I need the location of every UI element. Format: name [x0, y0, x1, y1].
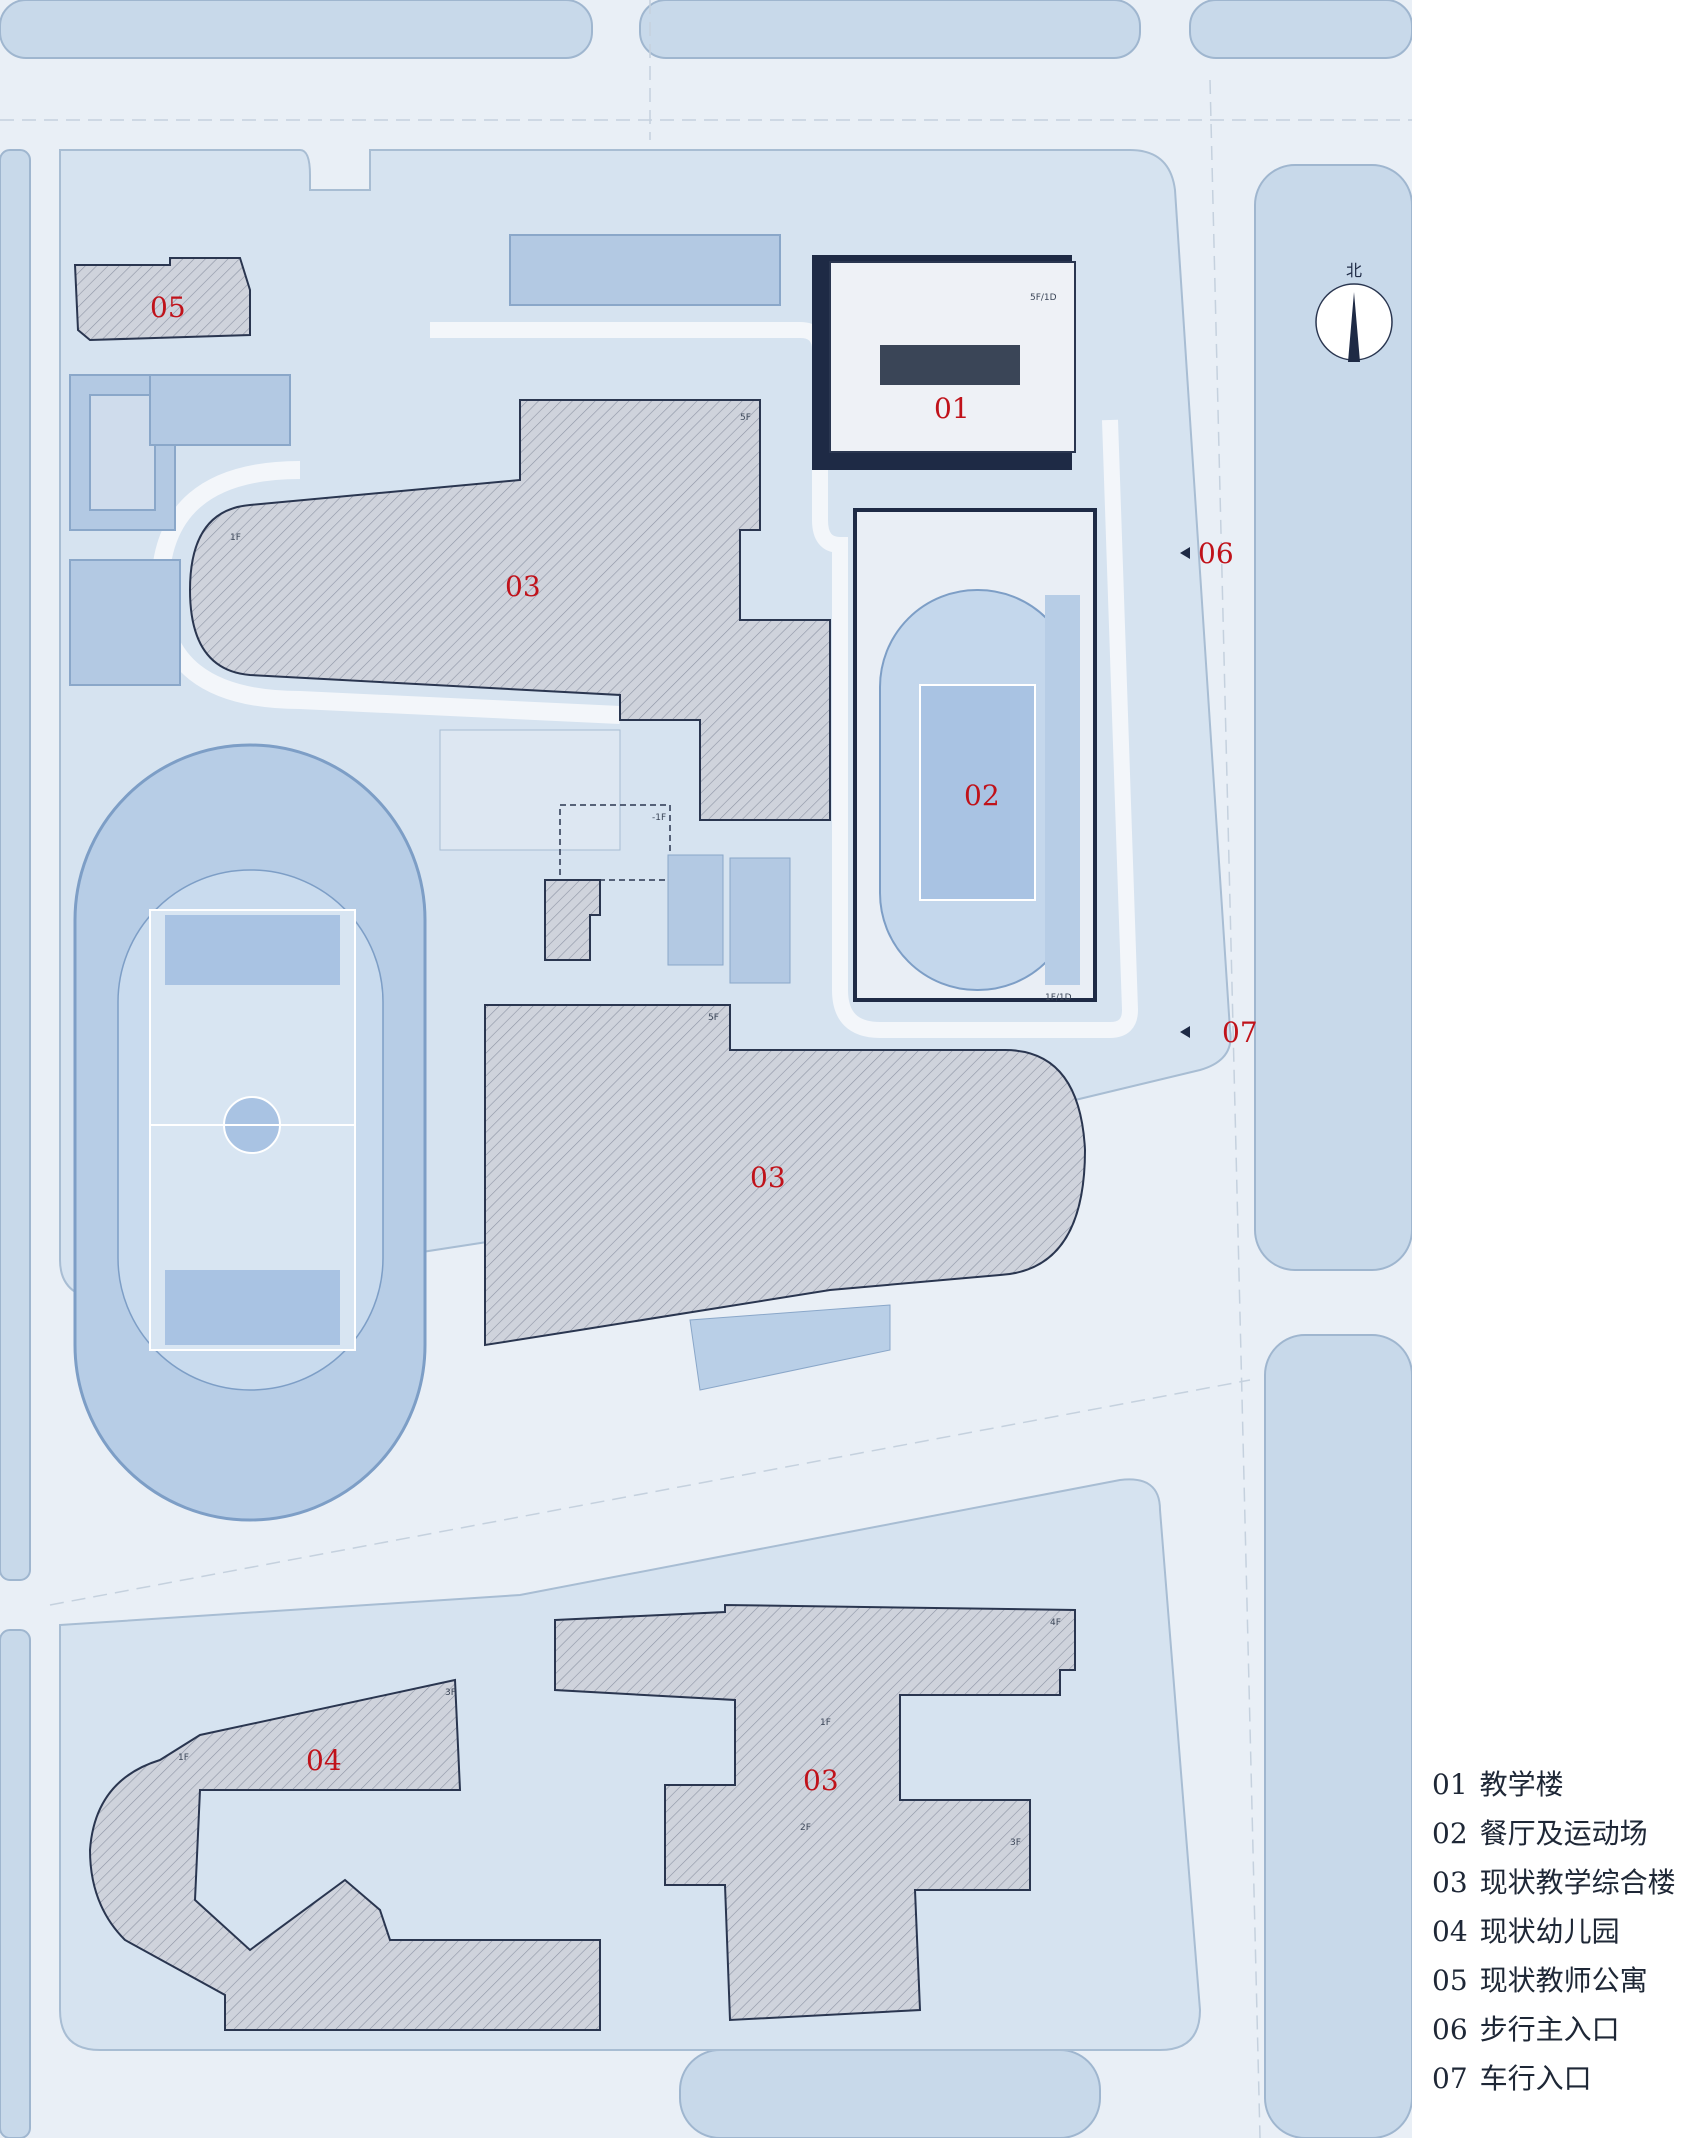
floor-tag-02: 1F/1D — [1045, 993, 1072, 1003]
north-label: 北 — [1346, 261, 1362, 280]
building-03-north: 5F 1F — [188, 399, 831, 821]
central-plaza: -1F — [439, 729, 791, 984]
label-03-south: 03 — [803, 1764, 839, 1797]
floor-tag-basement: -1F — [652, 813, 666, 823]
label-05: 05 — [150, 291, 186, 324]
building-04: 3F 1F — [88, 1678, 601, 2031]
floor-tag-01: 5F/1D — [1030, 293, 1057, 303]
building-01: 5F/1D — [812, 255, 1076, 470]
floor-tag-s1f: 1F — [820, 1718, 831, 1728]
floor-tag-s4f: 4F — [1050, 1618, 1061, 1628]
building-03-south: 4F 3F 2F 1F — [554, 1603, 1076, 2022]
floor-tag-s3f: 3F — [1010, 1838, 1021, 1848]
label-01: 01 — [934, 392, 970, 425]
site-plan-map: 5F/1D 1F/1D 5F 1F -1F 5F — [0, 0, 1412, 2138]
label-06: 06 — [1198, 537, 1234, 570]
building-02: 1F/1D — [853, 508, 1097, 1003]
entrance-markers — [1180, 547, 1190, 1038]
label-03-north: 03 — [505, 570, 541, 603]
floor-tag-mid5f: 5F — [708, 1013, 719, 1023]
label-07: 07 — [1222, 1016, 1258, 1049]
roads — [0, 0, 1412, 2138]
floor-tag-k1f: 1F — [178, 1753, 189, 1763]
floor-tag-s2f: 2F — [800, 1823, 811, 1833]
floor-tag-k3f: 3F — [445, 1688, 456, 1698]
floor-tag-n5f: 5F — [740, 413, 751, 423]
floor-tag-n1f: 1F — [230, 533, 241, 543]
label-03-middle: 03 — [750, 1161, 786, 1194]
pond — [689, 1304, 891, 1391]
west-track-field — [73, 743, 427, 1522]
nw-courts — [69, 234, 781, 686]
building-03-middle: 5F — [484, 1004, 1087, 1347]
label-04: 04 — [306, 1744, 342, 1777]
label-02: 02 — [964, 779, 1000, 812]
building-05 — [73, 257, 251, 342]
north-arrow: 北 — [1315, 261, 1393, 362]
